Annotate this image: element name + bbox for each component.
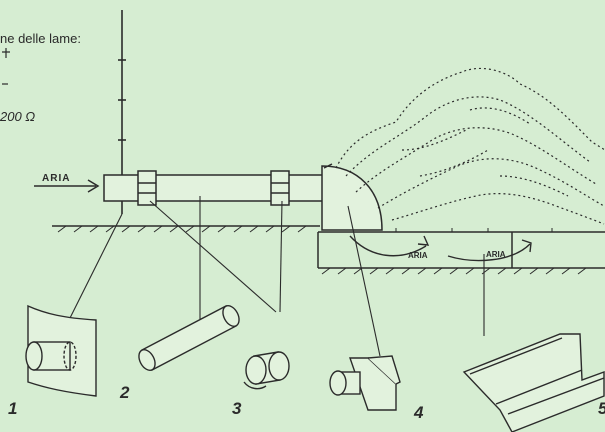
- aria-channel-label-1: ARIA: [408, 251, 428, 260]
- part-2-number: 2: [119, 383, 130, 402]
- diffuser-housing: [322, 164, 382, 230]
- part-5-channel-profile: [464, 334, 604, 432]
- part-1-wall-pipe: [26, 306, 96, 396]
- part-2-pipe: [136, 303, 243, 373]
- part-3-number: 3: [232, 399, 242, 418]
- main-pipe: [104, 171, 326, 205]
- leader-lines: [64, 196, 484, 356]
- part-4-number: 4: [413, 403, 424, 422]
- part-3-sleeve: [244, 352, 289, 389]
- note-marks: [2, 48, 10, 84]
- aria-channel-label-2: ARIA: [486, 250, 506, 259]
- part-5-number: 5: [598, 399, 605, 418]
- part-4-diffuser: [330, 356, 400, 410]
- aria-inlet-label: ARIA: [42, 173, 70, 184]
- ground-line: [52, 226, 320, 232]
- part-1-number: 1: [8, 399, 17, 418]
